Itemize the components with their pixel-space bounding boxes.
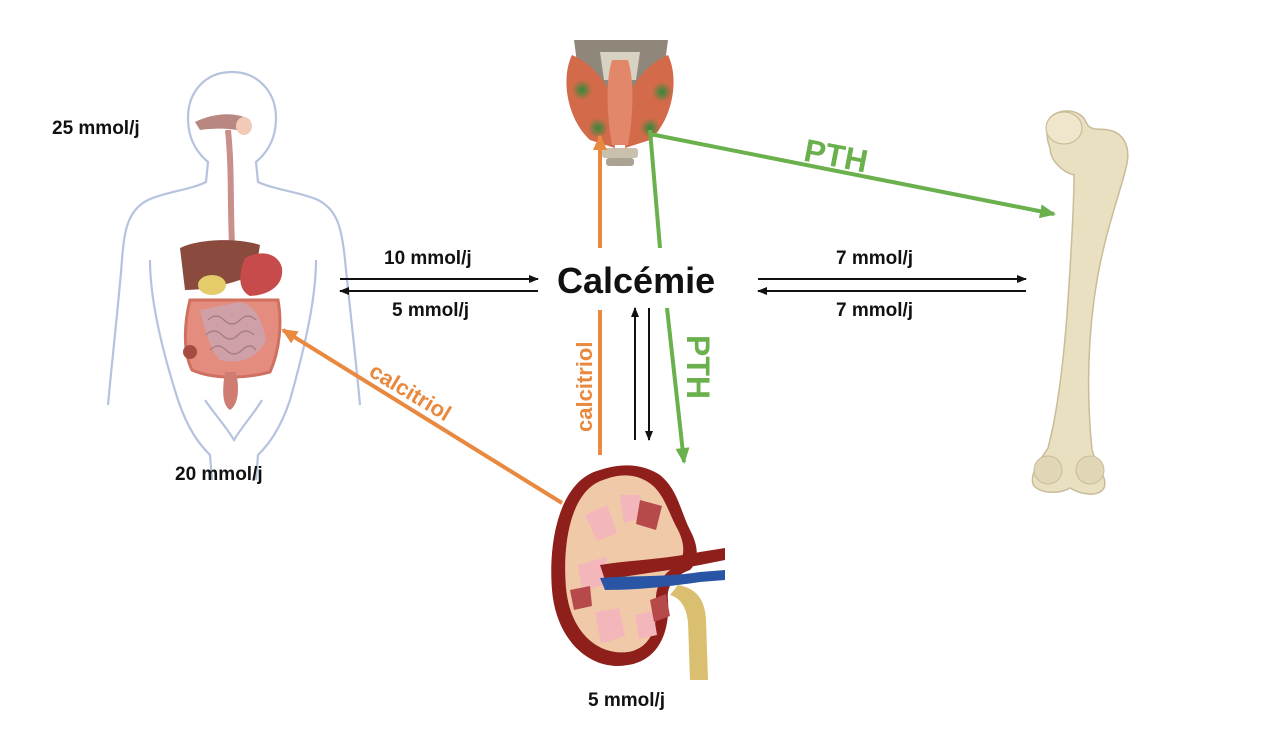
bone-deposition-label: 7 mmol/j	[836, 248, 914, 269]
fecal-excretion-label: 20 mmol/j	[175, 464, 263, 485]
digestive-system-illustration	[106, 70, 362, 481]
intake-label: 25 mmol/j	[52, 118, 140, 139]
body-outline	[106, 70, 362, 481]
arrow-pth-to-bone	[649, 132, 1056, 219]
femur-illustration	[1031, 110, 1129, 495]
calcemie-title: Calcémie	[557, 260, 716, 301]
arrow-calcitriol-to-gut	[281, 328, 564, 505]
kidney-illustration	[551, 465, 725, 680]
gut-secretion-label: 5 mmol/j	[392, 300, 470, 321]
thyroid-illustration	[566, 40, 674, 166]
pth-kidney-label: PTH	[680, 335, 716, 399]
bone-resorption-label: 7 mmol/j	[836, 300, 914, 321]
line-pth-vertical	[648, 129, 662, 249]
calcitriol-vertical-label: calcitriol	[572, 341, 597, 432]
gut-absorption-label: 10 mmol/j	[384, 248, 472, 269]
arrow-pth-to-kidney	[665, 307, 690, 464]
urinary-excretion-label: 5 mmol/j	[588, 690, 666, 711]
